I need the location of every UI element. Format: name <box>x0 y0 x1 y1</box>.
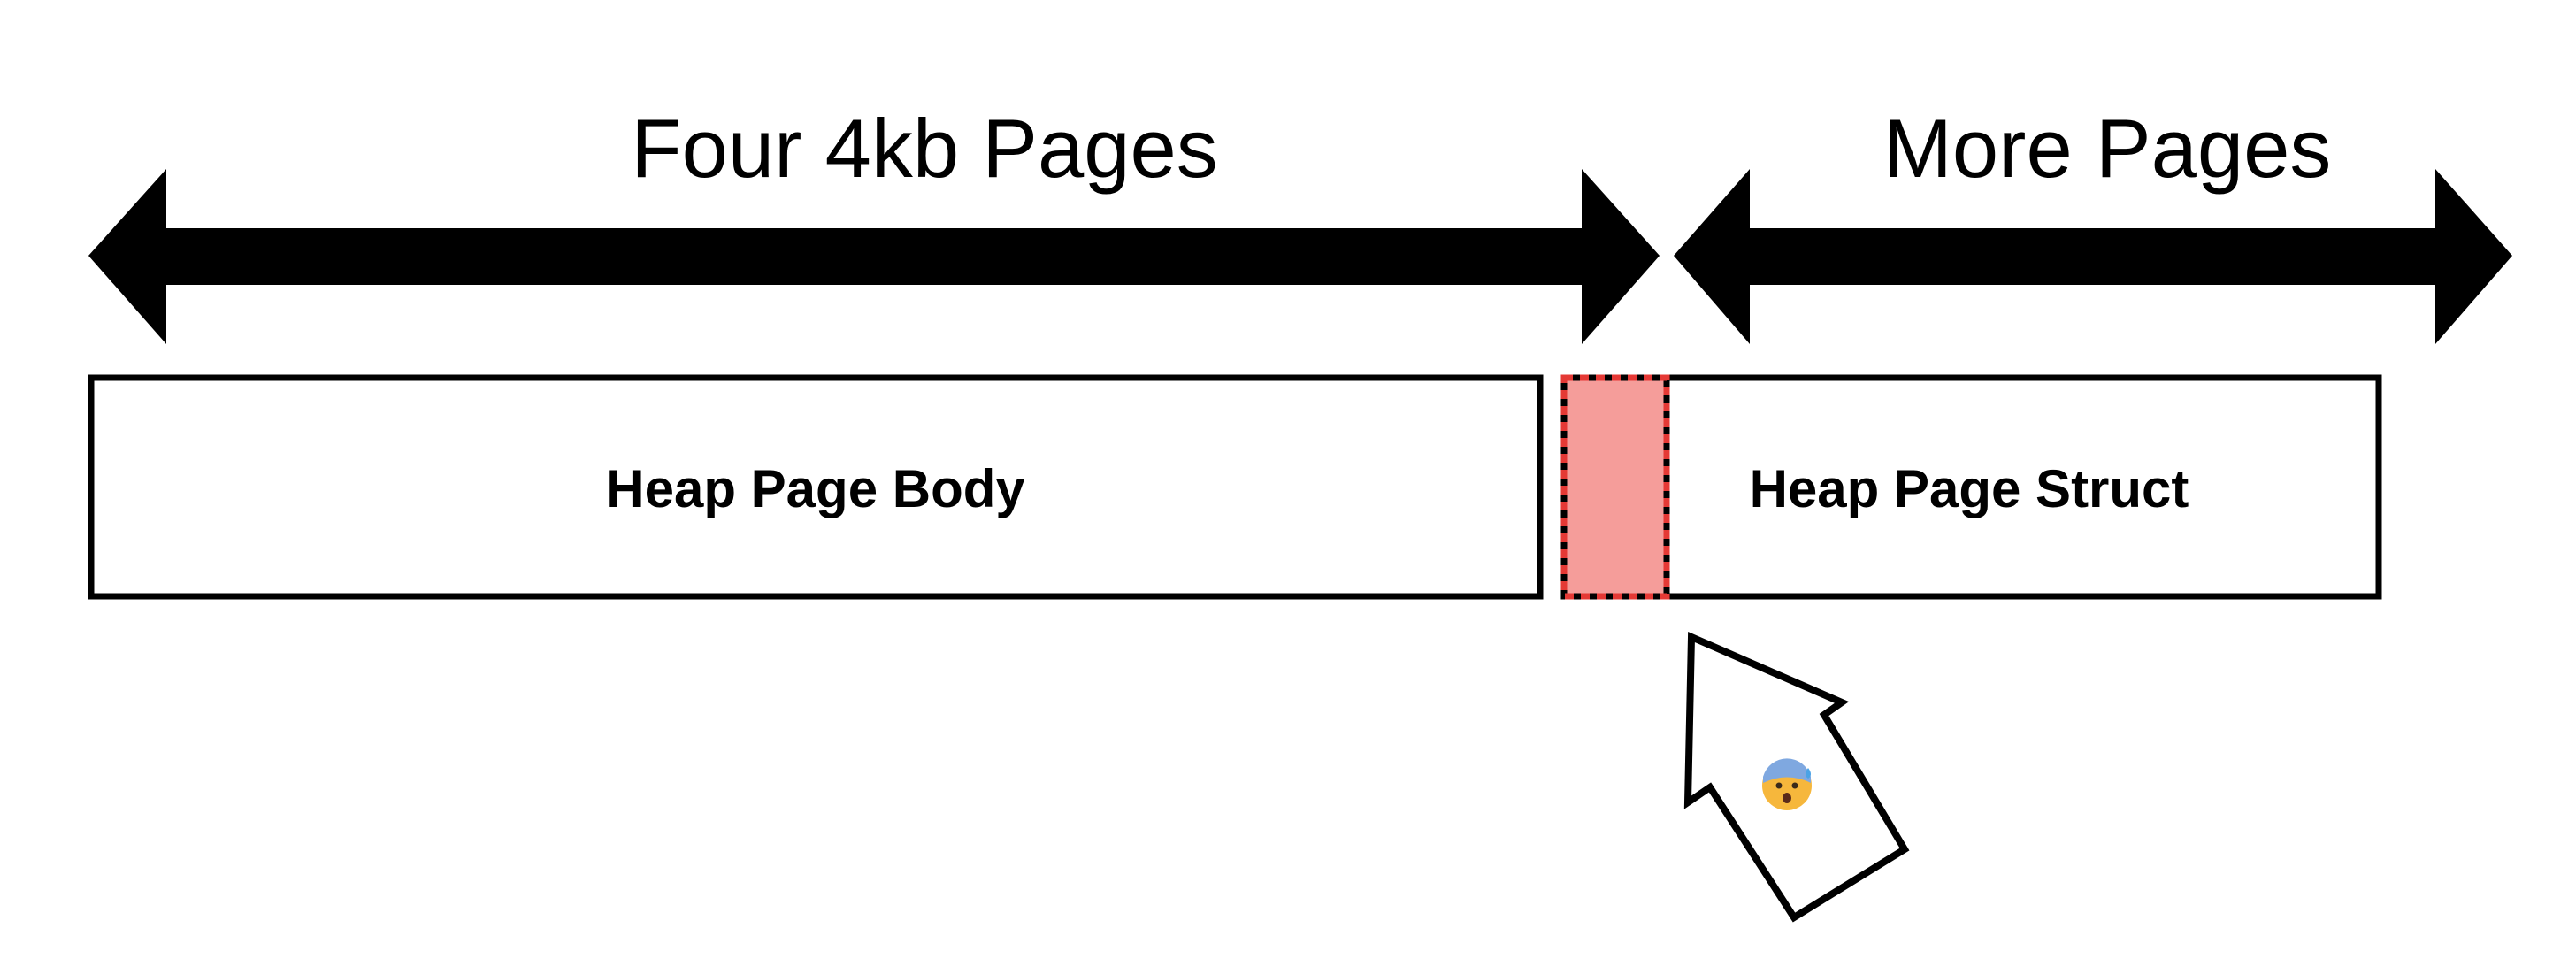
four-pages-span-arrow <box>88 169 1660 344</box>
four-pages-arrow-shape <box>88 169 1660 344</box>
overlap-region-dashed-outline <box>1560 374 1670 600</box>
four-pages-label: Four 4kb Pages <box>631 102 1218 195</box>
heap-page-struct-rect <box>1560 374 2382 600</box>
face-left-eye <box>1775 782 1782 789</box>
face-right-eye <box>1791 782 1798 789</box>
face-mouth <box>1782 793 1791 803</box>
more-pages-span-arrow <box>1674 169 2512 344</box>
face-sweat-drop <box>1806 768 1811 779</box>
heap-page-struct-box: Heap Page Struct <box>1560 374 2382 600</box>
heap-page-body-box: Heap Page Body <box>88 374 1544 600</box>
face-forehead-top <box>1763 758 1811 783</box>
overlap-region <box>1560 374 1670 600</box>
anxious-face-icon <box>1762 758 1812 810</box>
more-pages-label: More Pages <box>1883 102 2332 195</box>
heap-page-body-rect <box>88 374 1544 600</box>
more-pages-arrow-shape <box>1674 169 2512 344</box>
heap-page-struct-label: Heap Page Struct <box>1750 459 2189 518</box>
heap-page-body-label: Heap Page Body <box>606 459 1025 518</box>
